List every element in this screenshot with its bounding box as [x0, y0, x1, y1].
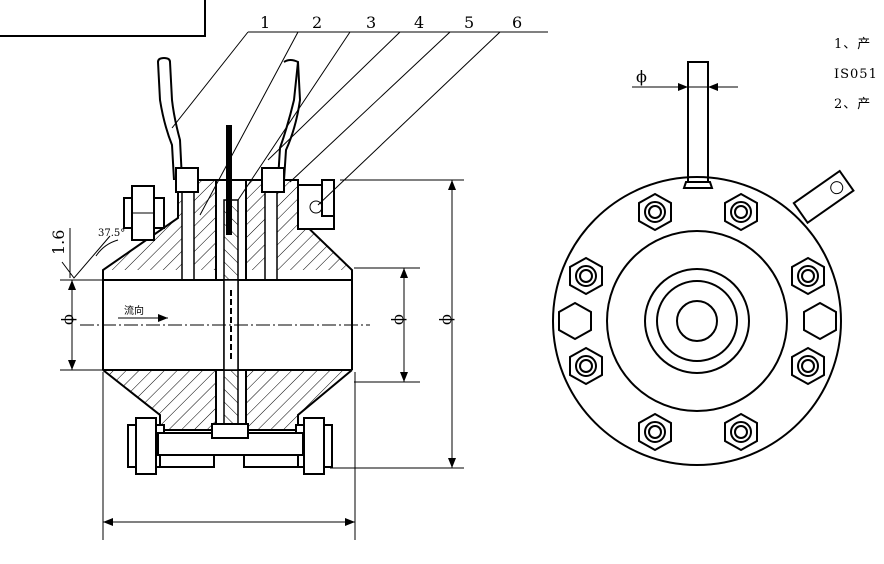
end-view: [552, 61, 855, 466]
note-line-3: 2、产: [834, 97, 871, 112]
roughness-value: 1.6: [49, 230, 68, 255]
note-line-1: 1、产: [834, 37, 871, 52]
pipe-diameter-symbol: ϕ: [388, 314, 407, 325]
angle-label: 37.5°: [98, 228, 125, 239]
flow-direction-label: 流向: [124, 304, 144, 317]
callout-5: 5: [464, 13, 474, 32]
handle-diameter-symbol: ϕ: [636, 67, 647, 86]
note-line-2: IS051: [834, 67, 878, 82]
callout-6: 6: [512, 13, 522, 32]
callout-2: 2: [312, 13, 322, 32]
flange-diameter-symbol: ϕ: [436, 314, 455, 325]
callout-1: 1: [260, 13, 270, 32]
title-block-frame: [0, 0, 206, 37]
section-view: [60, 31, 548, 540]
callout-3: 3: [366, 13, 376, 32]
bore-diameter-symbol: ϕ: [58, 314, 77, 325]
callout-4: 4: [414, 13, 424, 32]
